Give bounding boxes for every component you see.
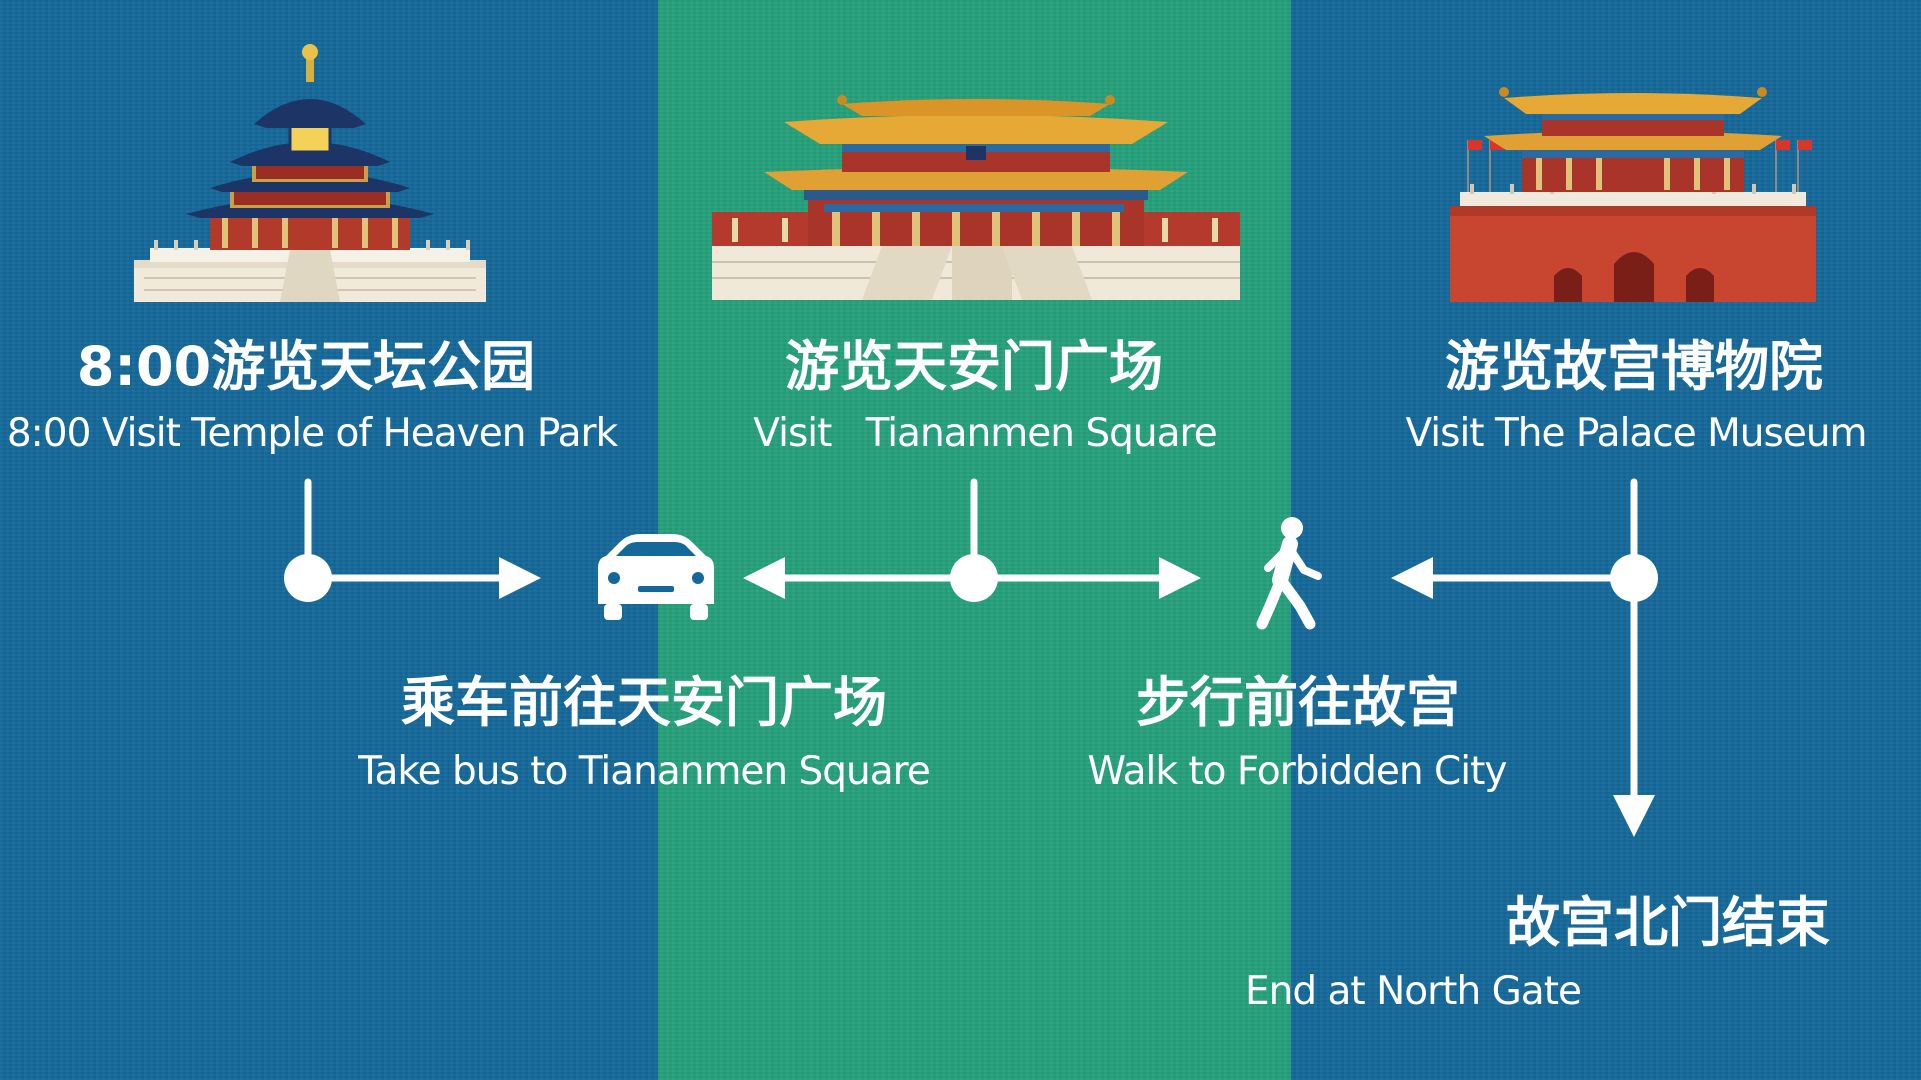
transit-2-title-cn: 步行前往故宫 (1136, 671, 1460, 734)
walking-person-icon (1256, 517, 1322, 630)
car-icon (598, 534, 714, 620)
stop-3-node (1610, 554, 1658, 602)
transit-1-title-en: Take bus to Tiananmen Square (358, 749, 931, 794)
stop-1-title-en: 8:00 Visit Temple of Heaven Park (6, 411, 618, 456)
stop-2-title-en: Visit Tiananmen Square (753, 411, 1217, 456)
palace-museum-gate-illustration (1450, 87, 1816, 302)
stop-1-title-cn: 8:00游览天坛公园 (76, 335, 536, 398)
stop-1-node (284, 554, 332, 602)
stop-3-title-cn: 游览故宫博物院 (1445, 335, 1823, 398)
stop-2-node (950, 554, 998, 602)
transit-1-title-cn: 乘车前往天安门广场 (401, 671, 887, 734)
end-title-cn: 故宫北门结束 (1506, 891, 1830, 954)
stop-3-title-en: Visit The Palace Museum (1405, 411, 1867, 456)
tiananmen-hall-illustration (712, 95, 1240, 300)
end-title-en: End at North Gate (1245, 969, 1582, 1014)
stop-2-title-cn: 游览天安门广场 (785, 335, 1163, 398)
transit-2-title-en: Walk to Forbidden City (1087, 749, 1508, 794)
temple-of-heaven-illustration (134, 44, 486, 302)
